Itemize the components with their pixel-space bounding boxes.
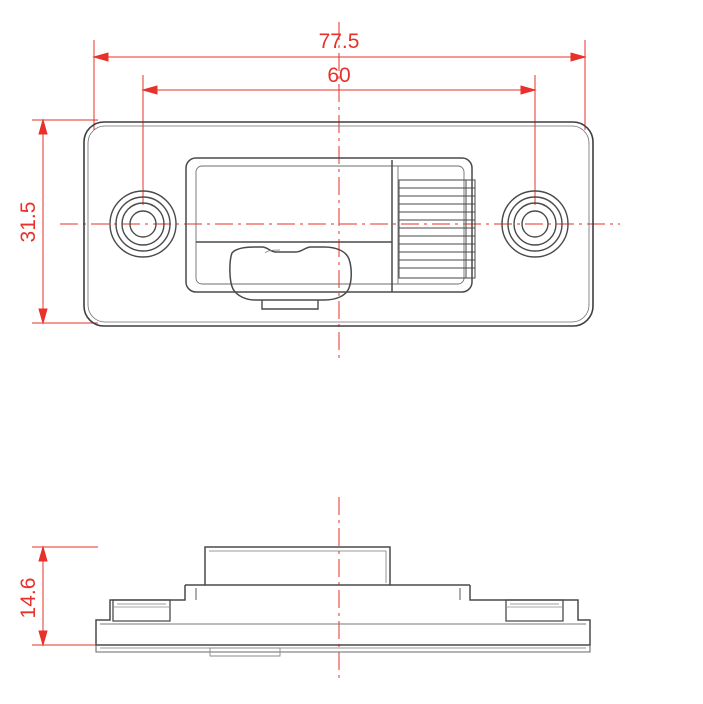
- front-view-group: 14.6: [17, 497, 591, 680]
- right-mounting-hole: [501, 190, 569, 258]
- front-view-left-boss: [112, 599, 171, 622]
- left-mounting-hole: [109, 190, 177, 258]
- top-view-extension-lines: [32, 40, 586, 324]
- dim-line-31-5: [38, 118, 48, 325]
- top-view-group: 77.5 60 31.5: [17, 22, 620, 360]
- top-view-keyed-tab: [229, 246, 352, 310]
- top-view-outline: [83, 121, 594, 327]
- dim-label-31-5: 31.5: [17, 202, 40, 243]
- front-view-right-boss: [505, 599, 564, 622]
- top-view-ribs: [398, 179, 476, 279]
- dim-line-14-6: [38, 545, 48, 647]
- front-view-extension-lines: [32, 546, 98, 646]
- front-view-detail-lines: [195, 588, 461, 657]
- dim-label-14-6: 14.6: [17, 578, 40, 619]
- dim-label-77-5: 77.5: [319, 30, 360, 53]
- dim-label-60: 60: [327, 64, 350, 87]
- top-view-centerlines: [60, 22, 620, 360]
- top-view-center-body: [185, 157, 473, 293]
